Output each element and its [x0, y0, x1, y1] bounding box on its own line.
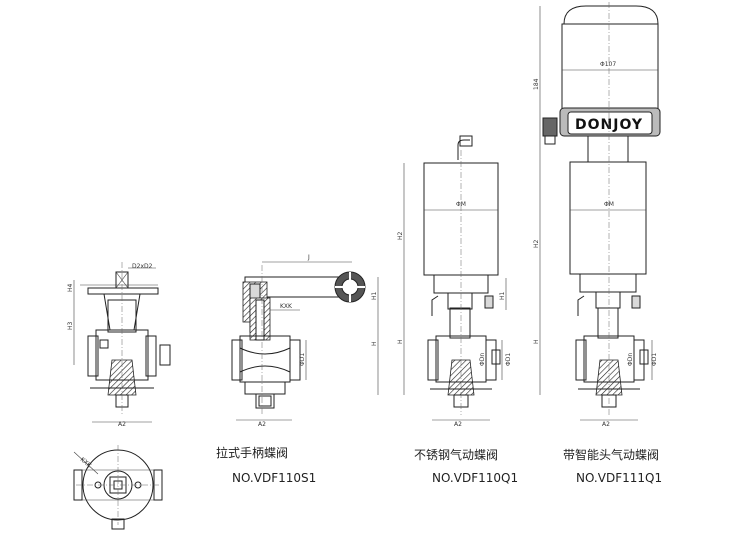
dim-m-view3: ΦM [456, 201, 466, 208]
dim-h2-view4: H2 [533, 239, 540, 248]
dim-phi107: Φ107 [600, 61, 616, 68]
dim-d1-view3: ΦD1 [505, 353, 512, 366]
view-handle-top: KXK [73, 445, 163, 530]
label-handle-name: 拉式手柄蝶阀 [216, 445, 288, 460]
dim-j: J [307, 254, 310, 261]
view-handle-side: H4 H3 D2xD2 A2 [67, 262, 171, 428]
label-smart-no: NO.VDF111Q1 [576, 471, 662, 485]
dim-dn-view4: ΦDn [627, 353, 634, 366]
dim-d1-view4: ΦD1 [651, 353, 658, 366]
label-smart-name: 带智能头气动蝶阀 [563, 447, 659, 462]
dim-h2-view3: H2 [397, 231, 404, 240]
dim-d2xd2: D2xD2 [132, 263, 153, 270]
label-pneumatic-name: 不锈钢气动蝶阀 [414, 447, 498, 462]
dim-h1-view3: H1 [499, 291, 506, 300]
dim-h3: H3 [67, 321, 74, 330]
dim-h-view3: H [397, 339, 404, 344]
dim-a2-view1: A2 [118, 421, 126, 428]
dim-h4: H4 [67, 283, 74, 292]
brand-logo: DONJOY [575, 117, 643, 133]
view-pneumatic: ΦM H2 H H1 ΦD1 ΦDn A2 [397, 135, 512, 428]
dim-h1-view2: H1 [371, 291, 378, 300]
dim-h-view2: H [371, 341, 378, 346]
label-pneumatic-no: NO.VDF110Q1 [432, 471, 518, 485]
dim-a2-view4: A2 [602, 421, 610, 428]
dim-a2-view2: A2 [258, 421, 266, 428]
label-handle-no: NO.VDF110S1 [232, 471, 316, 485]
dim-a2-view3: A2 [454, 421, 462, 428]
dim-dn-view3: ΦDn [479, 353, 486, 366]
dim-kxk-view2: KXK [280, 303, 293, 310]
view-pull-handle: J H1 H KXK ΦD1 A2 [231, 254, 379, 428]
dim-h-view4: H [533, 339, 540, 344]
dim-184: 184 [533, 78, 540, 90]
dim-d1-view2: ΦD1 [299, 353, 306, 366]
view-smart-pneumatic: Φ107 DONJOY ΦM 184 H2 [533, 2, 661, 428]
